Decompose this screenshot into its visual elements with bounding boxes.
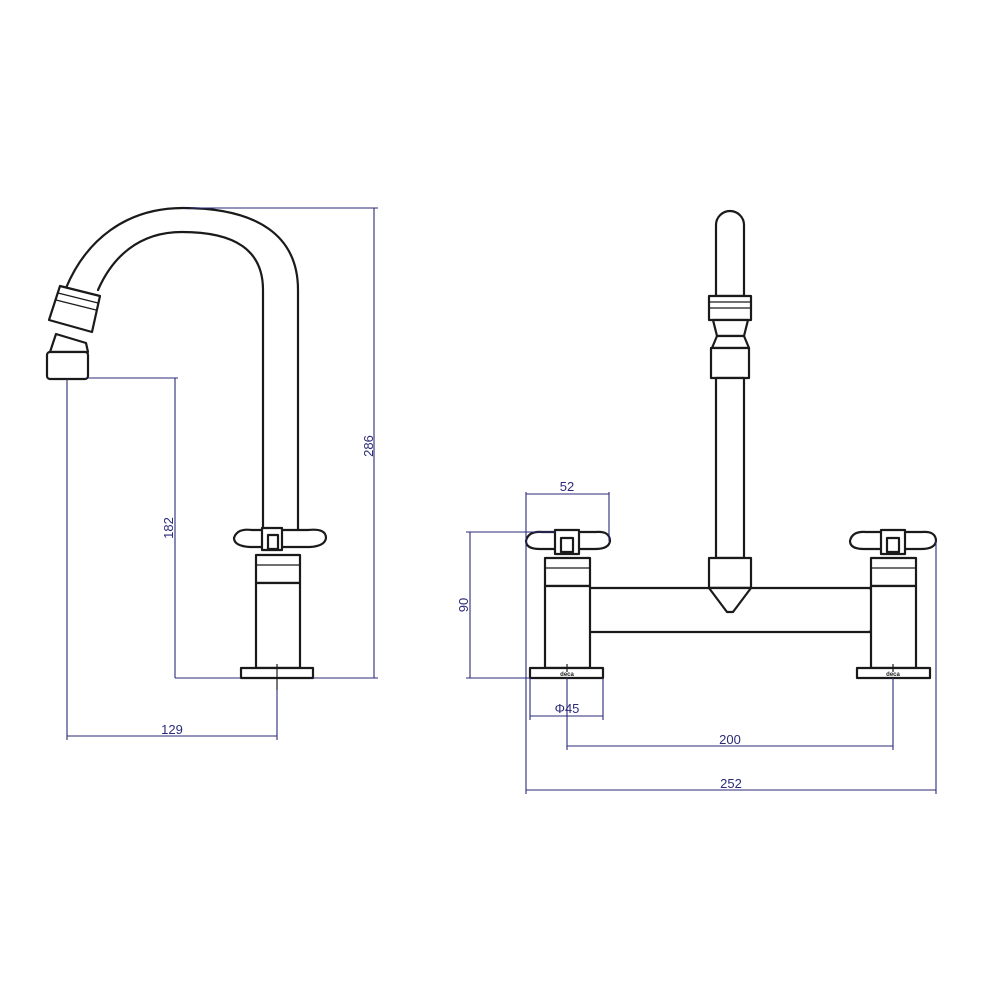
front-spout <box>707 209 753 560</box>
front-bridge <box>569 556 891 634</box>
dim-text-286: 286 <box>361 435 376 457</box>
brand-mark-right: deca <box>886 672 900 678</box>
aerator-tip <box>45 284 102 381</box>
dim-spout-height <box>88 377 241 679</box>
dim-overall-width <box>525 541 937 794</box>
dim-spout-reach <box>66 379 278 740</box>
dim-text-90: 90 <box>456 598 471 612</box>
dim-text-129: 129 <box>161 722 183 737</box>
dim-text-252: 252 <box>720 776 742 791</box>
brand-mark-left: deca <box>560 672 574 678</box>
spout-tube <box>64 206 300 532</box>
front-view: deca deca 52 90 <box>456 209 938 794</box>
front-left-valve <box>524 528 612 680</box>
dim-text-52: 52 <box>560 479 574 494</box>
side-valve-body <box>254 553 302 670</box>
dim-center-distance <box>566 678 894 750</box>
front-right-valve <box>848 528 938 680</box>
dim-total-height <box>190 207 378 679</box>
dim-text-200: 200 <box>719 732 741 747</box>
dim-text-182: 182 <box>161 517 176 539</box>
dim-handle-width <box>525 492 610 541</box>
side-view: 286 182 129 <box>45 206 378 740</box>
side-handle <box>232 526 328 552</box>
dim-body-height <box>466 531 555 679</box>
